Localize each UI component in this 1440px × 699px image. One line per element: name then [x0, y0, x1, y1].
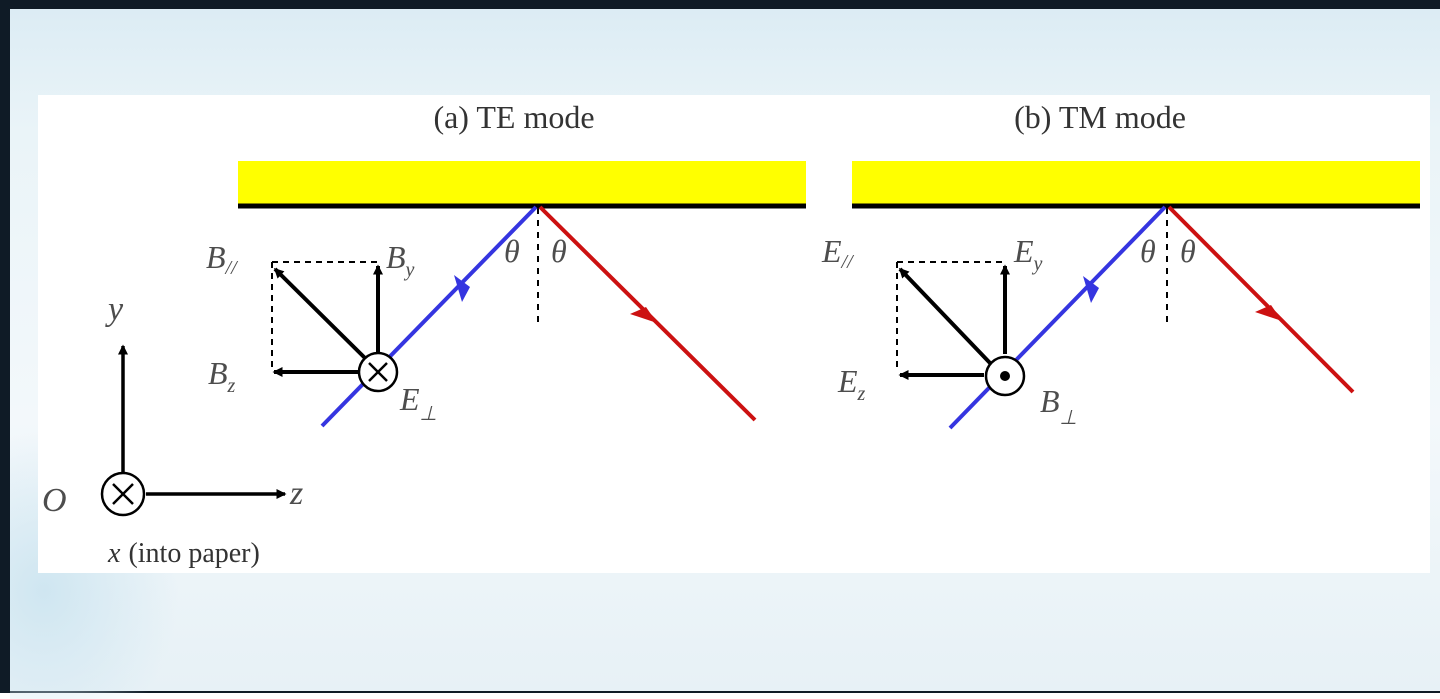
cross-in-circle-icon — [100, 471, 146, 517]
x-axis-caption: x(into paper) — [107, 538, 260, 569]
tm-incident-ray — [948, 205, 1167, 430]
tm-dashed-guides — [896, 261, 1005, 370]
te-mirror — [238, 161, 806, 204]
tm-angle-reflected: θ — [1180, 233, 1196, 269]
te-reflected-arrow — [630, 307, 657, 323]
te-dashed-guides — [271, 261, 378, 370]
tm-reflected-arrow — [1255, 305, 1282, 321]
te-e-perp-label: E⊥ — [399, 381, 437, 425]
te-b-z-label: Bz — [208, 355, 236, 397]
tm-panel: (b) TM mode θ θ E// Ey Ez B⊥ — [821, 99, 1420, 430]
tm-b-perp-label: B⊥ — [1040, 383, 1077, 429]
te-title: (a) TE mode — [433, 99, 594, 135]
tm-e-y-label: Ey — [1013, 233, 1043, 275]
te-b-parallel-label: B// — [206, 239, 239, 279]
te-angle-reflected: θ — [551, 233, 567, 269]
tm-angle-incident: θ — [1140, 233, 1156, 269]
tm-e-parallel-arrow — [898, 267, 992, 365]
tm-mirror — [852, 161, 1420, 204]
coordinate-axes: y z O x(into paper) — [42, 291, 303, 569]
z-axis-label: z — [289, 475, 303, 512]
te-angle-incident: θ — [504, 233, 520, 269]
dot-in-circle-icon — [984, 355, 1026, 397]
te-b-parallel-arrow — [273, 267, 370, 363]
tm-title: (b) TM mode — [1014, 99, 1186, 135]
tm-e-parallel-label: E// — [821, 233, 855, 273]
tm-reflected-ray — [1167, 205, 1355, 394]
cross-in-circle-icon — [357, 351, 399, 393]
te-incident-arrow — [454, 275, 470, 302]
tm-incident-arrow — [1083, 276, 1099, 303]
te-incident-ray — [320, 205, 538, 428]
tm-e-z-label: Ez — [837, 363, 866, 405]
te-b-y-label: By — [386, 239, 415, 281]
te-panel: (a) TE mode θ θ B// By Bz E⊥ — [206, 99, 806, 428]
origin-label: O — [42, 482, 67, 519]
y-axis-label: y — [105, 291, 124, 328]
